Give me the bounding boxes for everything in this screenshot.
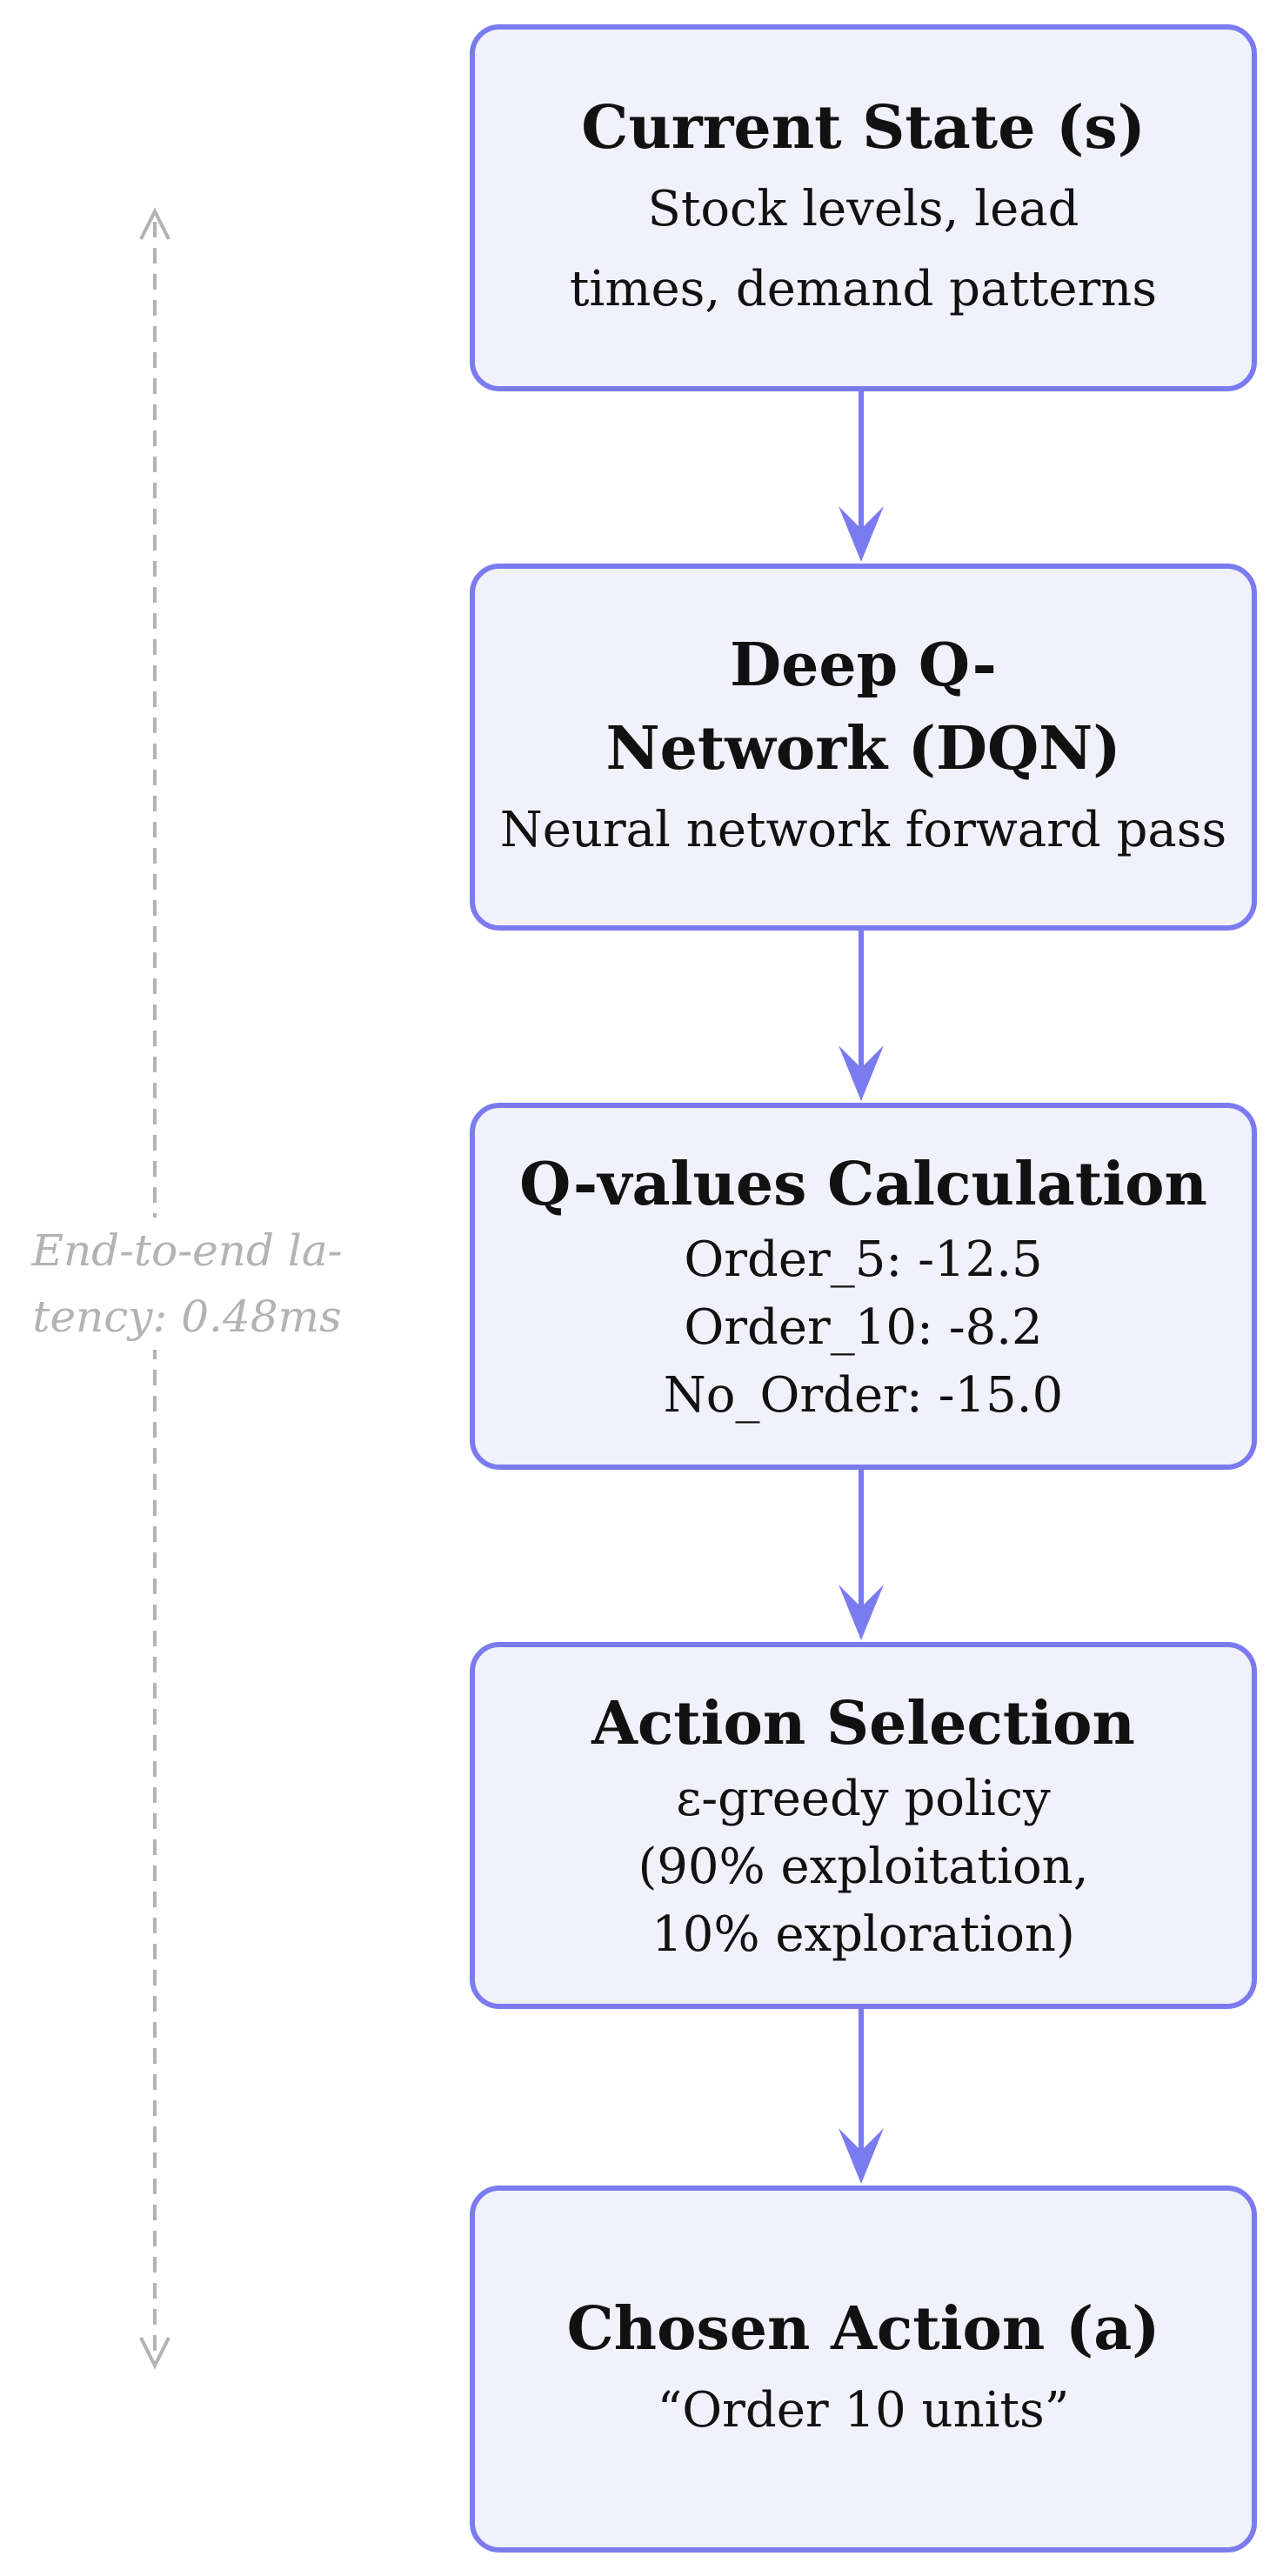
flow-arrow-head xyxy=(839,506,884,562)
node-title-line: Deep Q- xyxy=(730,631,997,700)
node-action-selection: Action Selection ε-greedy policy (90% ex… xyxy=(470,1642,1257,2009)
node-title: Current State (s) xyxy=(581,86,1146,170)
flow-arrow-head xyxy=(839,2128,884,2184)
flow-arrow-head xyxy=(839,1585,884,1640)
node-title-line: Current State (s) xyxy=(581,93,1146,163)
node-title-line: Chosen Action (a) xyxy=(566,2294,1160,2364)
node-description-line: Stock levels, lead xyxy=(647,181,1079,237)
node-description-line: “Order 10 units” xyxy=(657,2382,1070,2439)
latency-line-2: tency: 0.48ms xyxy=(32,1291,342,1342)
node-title: Action Selection xyxy=(591,1682,1135,1765)
node-title-line: Q-values Calculation xyxy=(519,1150,1207,1219)
flow-arrow-head xyxy=(839,1045,884,1101)
node-description-line: 10% exploration) xyxy=(652,1906,1075,1963)
flow-arrow-q-values-to-action-selection xyxy=(839,1470,884,1640)
flow-arrow-current-state-to-dqn xyxy=(839,391,884,562)
node-q-values: Q-values Calculation Order_5: -12.5 Orde… xyxy=(470,1103,1257,1470)
node-description: “Order 10 units” xyxy=(658,2371,1070,2451)
node-current-state: Current State (s) Stock levels, lead tim… xyxy=(470,24,1257,391)
node-description-line: times, demand patterns xyxy=(569,261,1158,317)
node-title: Deep Q- Network (DQN) xyxy=(605,624,1120,791)
node-title-line: Action Selection xyxy=(591,1689,1135,1758)
node-dqn: Deep Q- Network (DQN) Neural network for… xyxy=(470,564,1257,931)
node-description: ε-greedy policy (90% exploitation, 10% e… xyxy=(638,1765,1088,1969)
node-description: Neural network forward pass xyxy=(500,791,1227,871)
node-description-line: (90% exploitation, xyxy=(638,1839,1089,1895)
node-description: Stock levels, lead times, demand pattern… xyxy=(570,170,1157,330)
latency-span-arrow xyxy=(139,207,170,2370)
latency-line-1: End-to-end la- xyxy=(31,1225,343,1276)
node-description-line: Order_5: -12.5 xyxy=(684,1231,1043,1288)
flow-arrow-action-selection-to-chosen-action xyxy=(839,2009,884,2184)
flow-arrow-dqn-to-q-values xyxy=(839,931,884,1101)
node-title: Chosen Action (a) xyxy=(567,2287,1160,2371)
node-title-line: Network (DQN) xyxy=(605,714,1121,784)
node-chosen-action: Chosen Action (a) “Order 10 units” xyxy=(470,2186,1257,2553)
node-description: Order_5: -12.5 Order_10: -8.2 No_Order: … xyxy=(664,1226,1063,1430)
node-description-line: No_Order: -15.0 xyxy=(663,1367,1064,1424)
node-description-line: Neural network forward pass xyxy=(499,802,1227,858)
node-title: Q-values Calculation xyxy=(519,1143,1207,1226)
node-description-line: ε-greedy policy xyxy=(676,1771,1051,1827)
latency-annotation: End-to-end la- tency: 0.48ms xyxy=(4,1218,370,1350)
node-description-line: Order_10: -8.2 xyxy=(684,1299,1043,1356)
